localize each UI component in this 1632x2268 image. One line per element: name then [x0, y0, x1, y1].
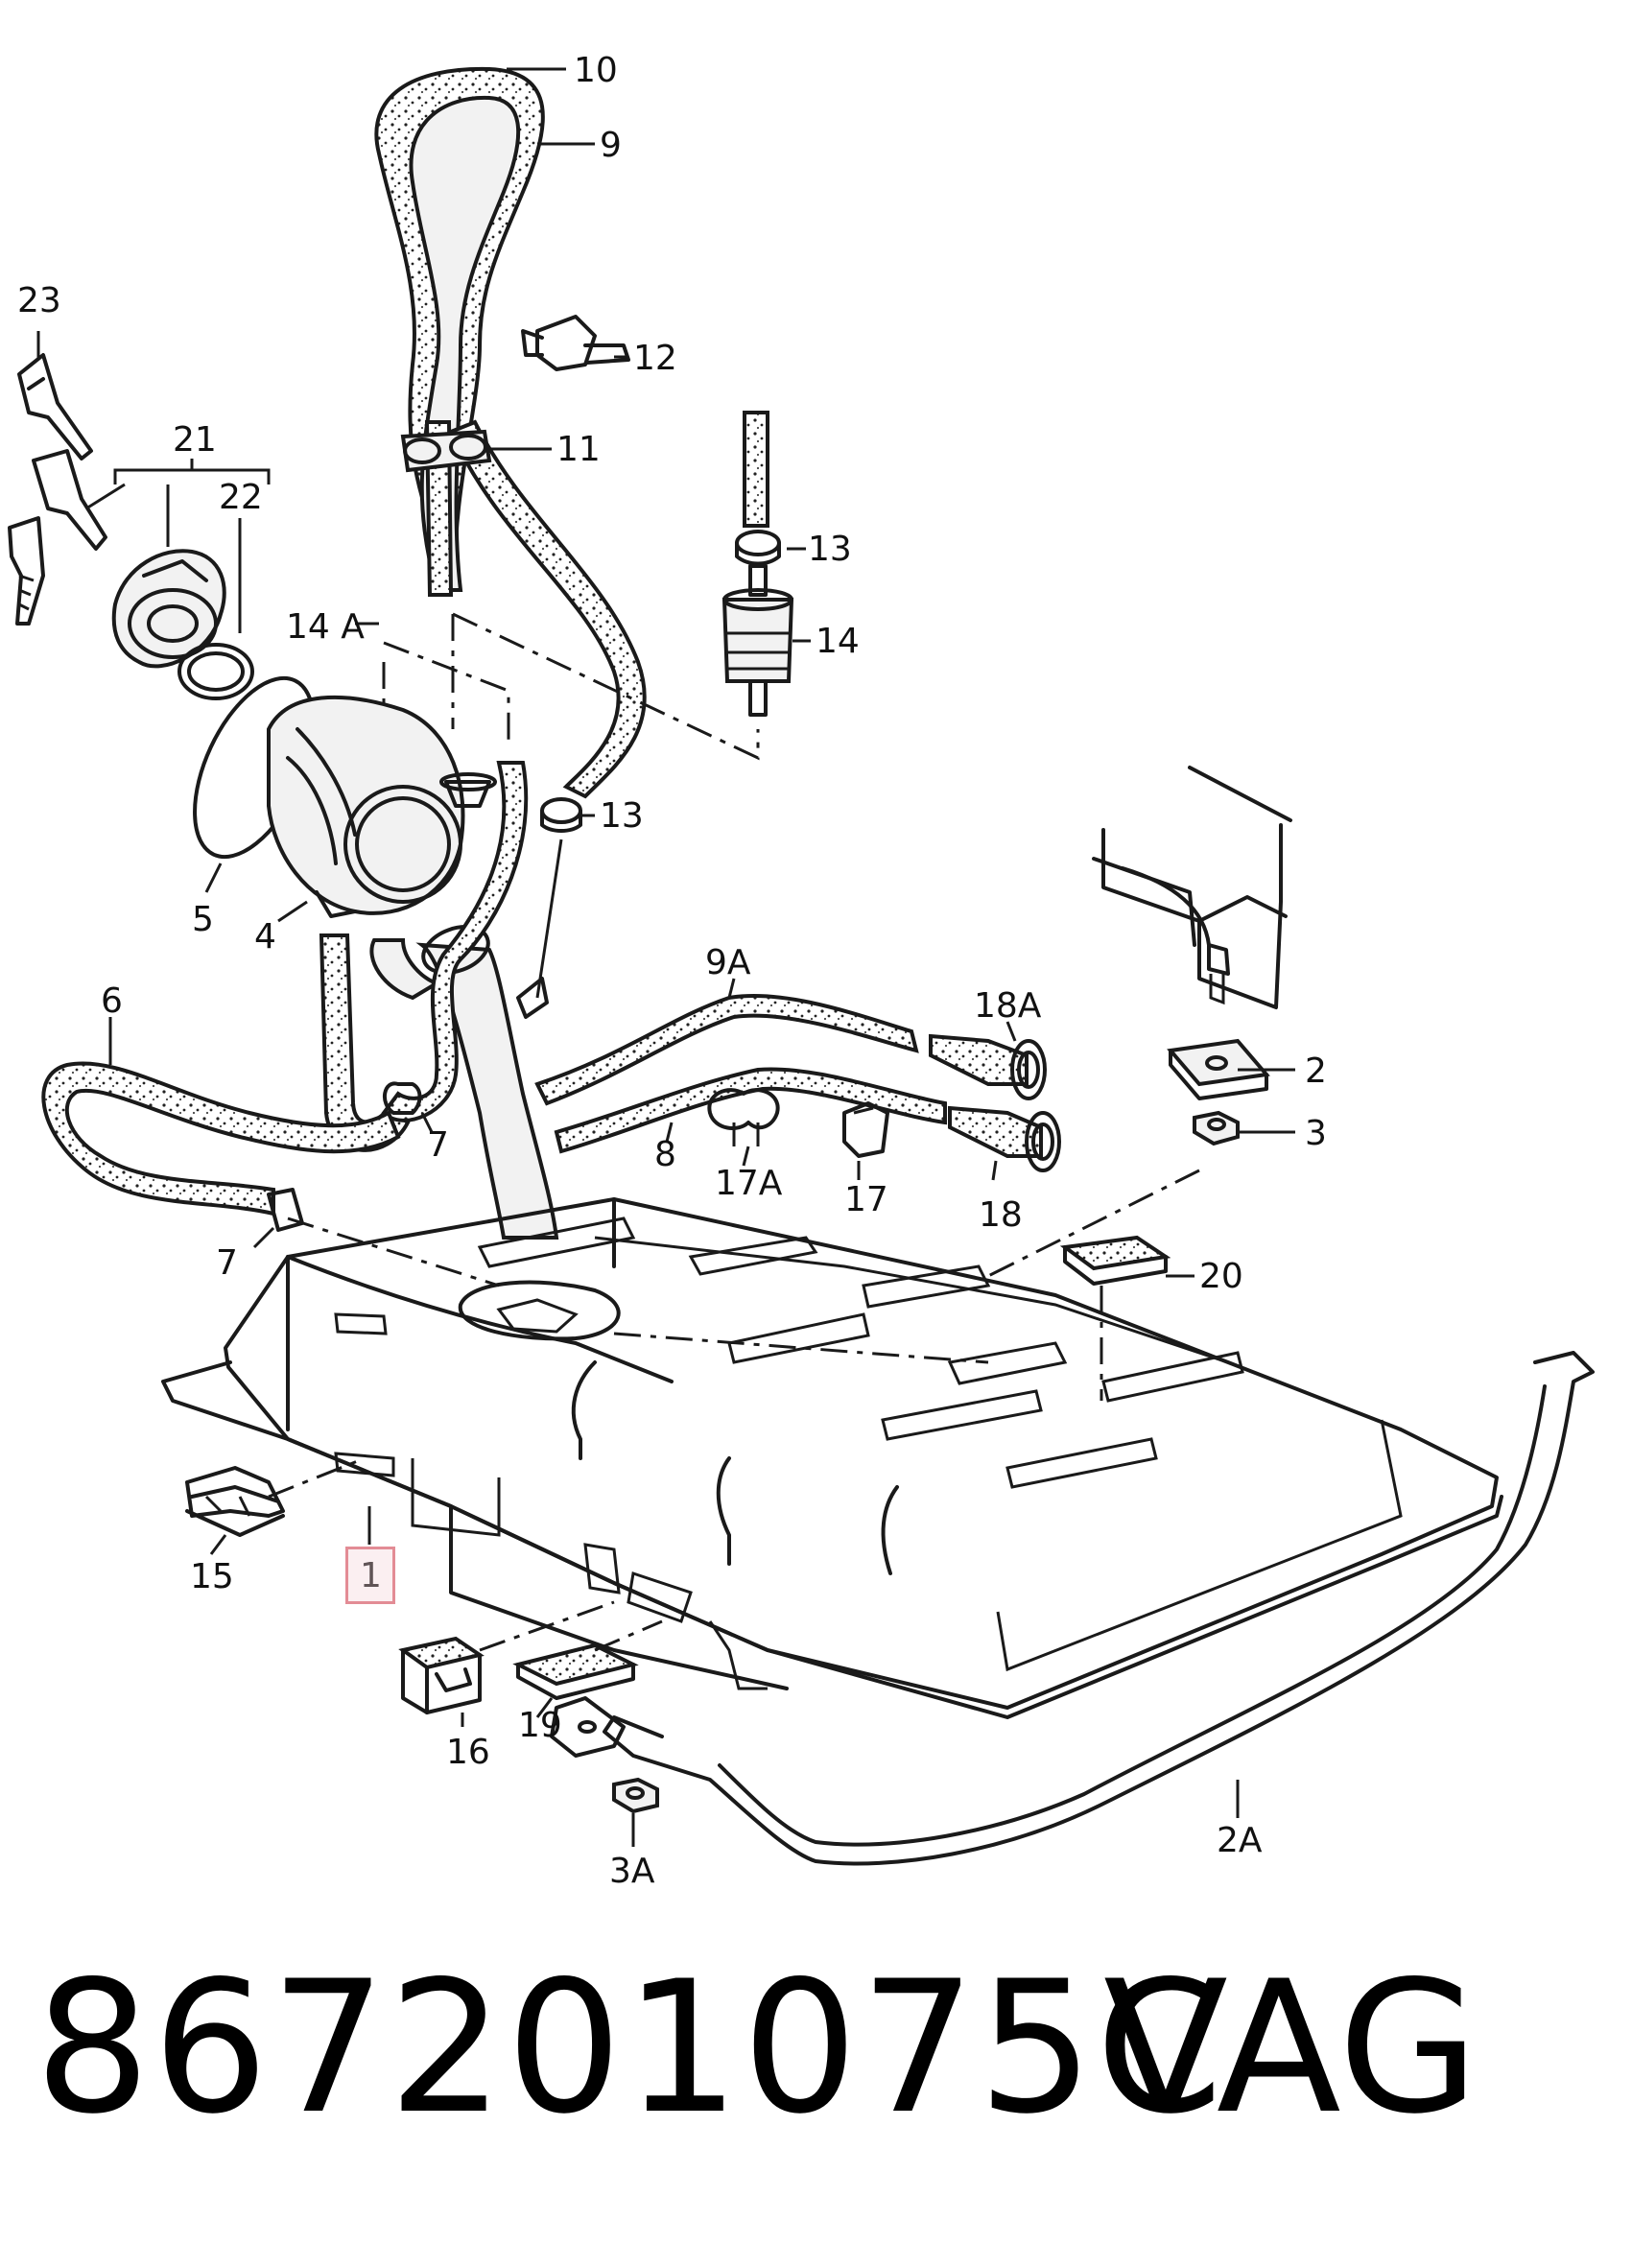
seal-22 — [177, 518, 254, 700]
callout-18a: 18A — [974, 986, 1042, 1026]
leader-lines — [36, 67, 1295, 1847]
connector-13-lower — [516, 797, 582, 1019]
connector-18 — [948, 1105, 1061, 1172]
callout-23: 23 — [17, 281, 61, 320]
bracket-16 — [398, 1636, 485, 1714]
strap-2a — [550, 1351, 1595, 1866]
callout-14a: 14 A — [286, 607, 365, 647]
hose-clamp-13-upper — [735, 530, 781, 566]
key-23 — [17, 353, 93, 461]
grommet-11 — [400, 429, 492, 473]
fuel-line-top — [743, 411, 769, 528]
clip-15 — [185, 1466, 285, 1537]
callout-2: 2 — [1305, 1051, 1327, 1091]
pad-20 — [1059, 1235, 1171, 1286]
clip-12 — [521, 315, 630, 371]
callout-9a: 9A — [705, 943, 751, 982]
bracket-2 — [1167, 1038, 1270, 1100]
callout-2a: 2A — [1217, 1821, 1263, 1860]
callout-12: 12 — [633, 339, 677, 378]
callout-3a: 3A — [609, 1852, 655, 1891]
callout-1: 1 — [360, 1556, 382, 1595]
clip-7-upper — [383, 1081, 422, 1115]
callout-15: 15 — [190, 1557, 234, 1596]
callout-11: 11 — [556, 430, 601, 469]
callout-14: 14 — [816, 622, 860, 661]
nut-3a — [612, 1777, 659, 1814]
callout-3: 3 — [1305, 1114, 1327, 1153]
keys-21 — [8, 449, 107, 626]
part-number-caption: 867201075C — [35, 1942, 1225, 2154]
callout-16: 16 — [446, 1733, 490, 1772]
breather-loop-hose — [374, 66, 647, 799]
callout-20: 20 — [1199, 1257, 1243, 1296]
callout-17: 17 — [844, 1180, 888, 1219]
tank-flange — [161, 1360, 1503, 1719]
callout-7-upper: 7 — [427, 1125, 449, 1165]
connector-18a — [929, 1033, 1047, 1100]
fuel-tank-1 — [224, 1197, 1499, 1710]
callout-labels: 10 9 12 11 13 14 14 A 13 23 21 22 5 4 6 … — [17, 51, 1327, 1891]
pad-19 — [512, 1642, 639, 1700]
fuel-filter-14 — [721, 564, 794, 717]
clip-17a — [707, 1088, 780, 1146]
callout-10: 10 — [574, 51, 618, 90]
bracket-21 — [85, 459, 271, 547]
drain-funnel — [439, 772, 497, 808]
filler-housing-4 — [267, 695, 465, 918]
callout-4: 4 — [254, 917, 276, 957]
callout-9: 9 — [600, 126, 622, 165]
callout-22: 22 — [219, 478, 263, 517]
callout-7-lower: 7 — [216, 1243, 238, 1283]
nut-3 — [1193, 1110, 1240, 1146]
brand-caption: VAG — [1103, 1942, 1479, 2154]
callout-21: 21 — [173, 420, 217, 460]
assembly-lines — [268, 612, 1200, 1652]
fuel-cap-21 — [111, 549, 226, 669]
filler-neck-pipe — [369, 925, 559, 1240]
callout-8: 8 — [654, 1135, 676, 1174]
clip-17 — [842, 1101, 889, 1158]
callout-17a: 17A — [715, 1164, 783, 1203]
callout-13-upper: 13 — [808, 530, 852, 569]
highlight-box-part-1 — [345, 1547, 395, 1604]
callout-19: 19 — [518, 1706, 562, 1745]
hose-9a — [534, 994, 919, 1106]
callout-13-lower: 13 — [600, 796, 644, 836]
body-rail — [1092, 766, 1292, 1009]
vent-hose-6 — [41, 1061, 401, 1217]
callout-5: 5 — [192, 900, 214, 939]
hose-8 — [554, 1067, 947, 1154]
callout-6: 6 — [101, 981, 123, 1021]
callout-18: 18 — [979, 1195, 1023, 1235]
